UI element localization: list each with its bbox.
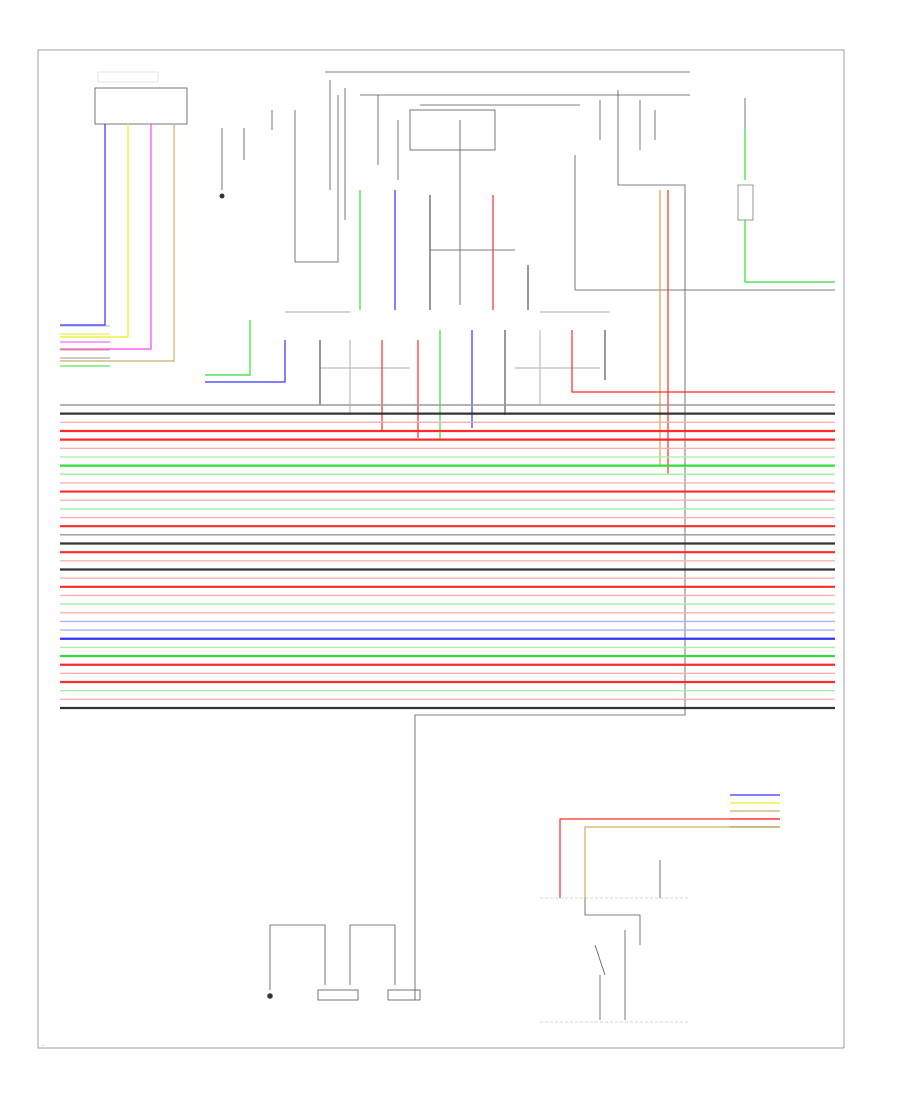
lower-left-ground — [267, 924, 421, 1001]
lower-right-switch — [540, 794, 780, 1023]
top-left-wire — [60, 124, 129, 338]
mid-connector-right — [515, 311, 610, 369]
diagram-frame — [37, 49, 845, 1049]
mid-connector-left — [285, 311, 410, 369]
top-left-wires — [60, 124, 175, 362]
page-number: — — [42, 1043, 45, 1047]
top-left-wire — [60, 124, 152, 350]
top-left-wire — [60, 124, 106, 326]
main-harness-trunk — [60, 404, 835, 710]
left-wire-block — [60, 325, 110, 367]
top-center-wiring — [271, 71, 835, 1000]
ground-icon-left — [219, 128, 225, 199]
top-left-wire — [60, 124, 175, 362]
center-drops — [359, 190, 669, 475]
upper-right-connector — [737, 98, 835, 283]
lower-right-wire — [584, 826, 780, 898]
lower-right-wire — [559, 818, 780, 898]
top-left-connector — [94, 71, 188, 125]
mid-routing — [205, 320, 835, 440]
